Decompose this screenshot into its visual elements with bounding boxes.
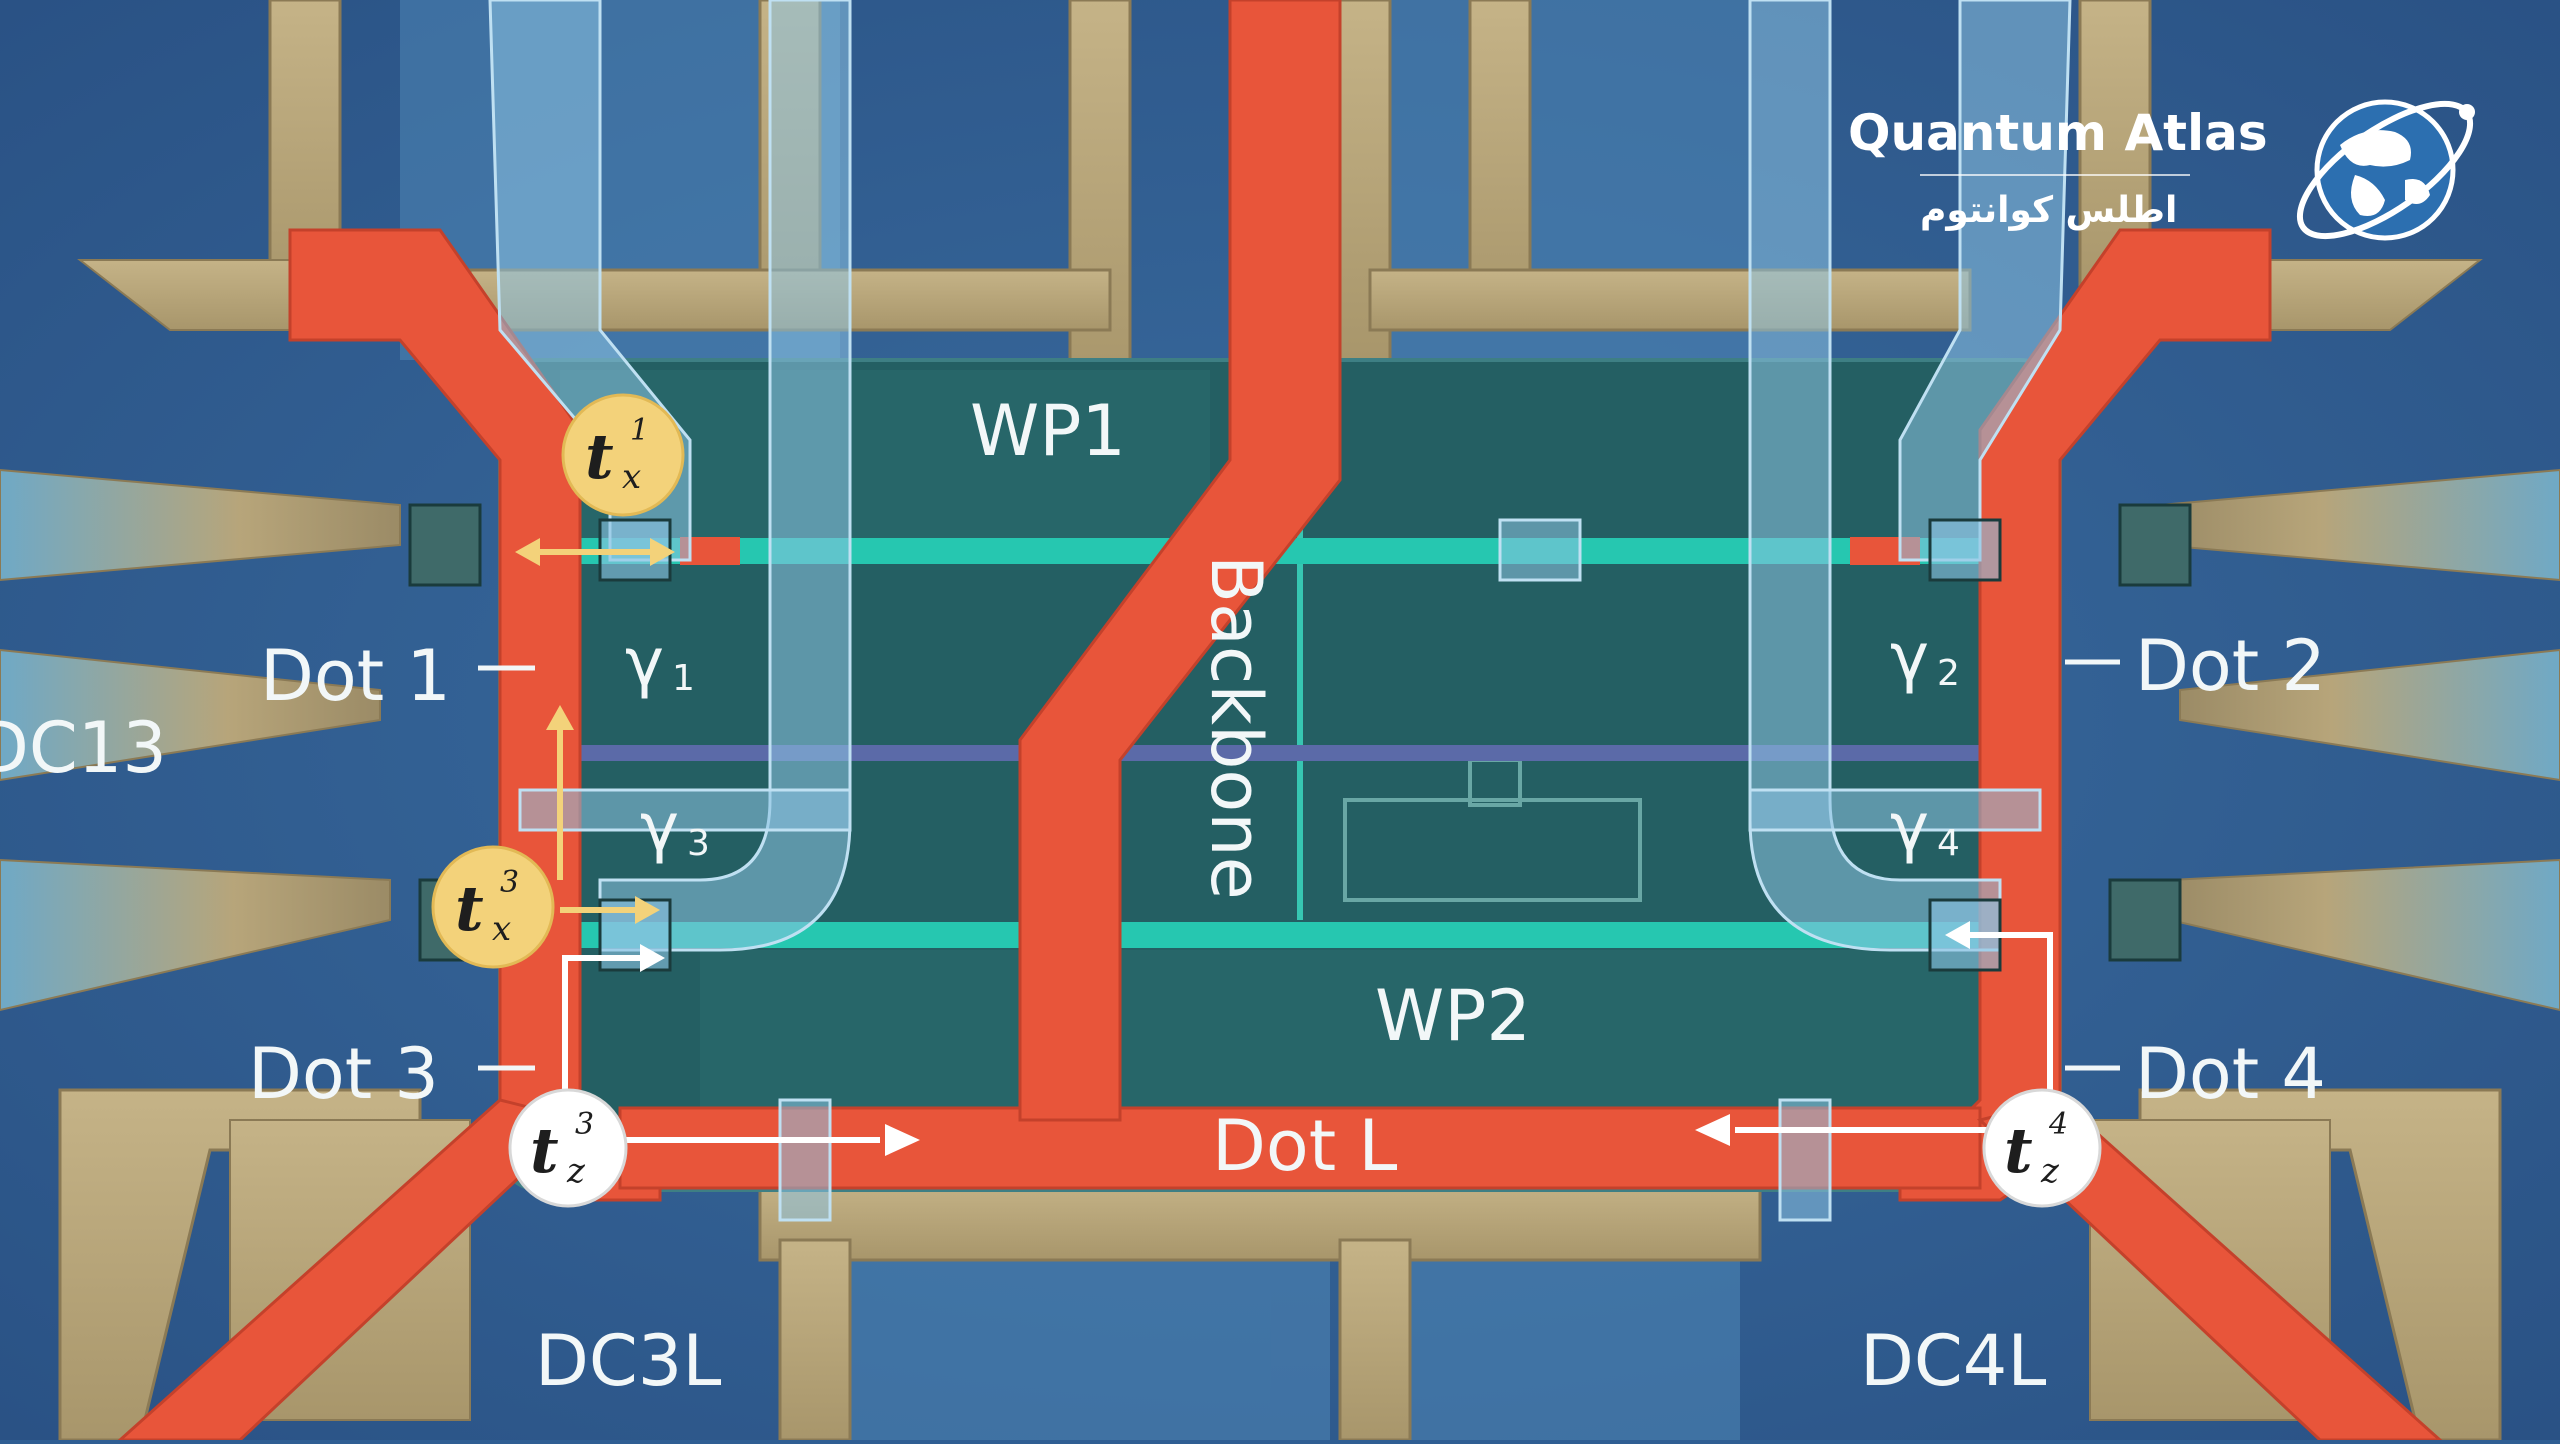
brand-block: Quantum Atlas اطلس کوانتوم — [1848, 104, 2268, 231]
dot-l-label: Dot L — [1212, 1105, 1397, 1187]
dc4l-label: DC4L — [1860, 1320, 2046, 1402]
svg-text:3: 3 — [687, 823, 710, 864]
svg-text:γ: γ — [625, 624, 664, 701]
dot2-label: Dot 2 — [2135, 625, 2326, 707]
gamma-3: γ 3 — [640, 789, 710, 866]
coupling-badge-tx1: t 1 x — [561, 393, 685, 517]
svg-text:1: 1 — [672, 658, 695, 699]
svg-text:γ: γ — [1890, 789, 1929, 866]
wp1-label: WP1 — [970, 390, 1126, 472]
globe-orbit-logo-icon — [2296, 99, 2475, 241]
coupling-badge-tx3: t 3 x — [431, 845, 555, 969]
svg-text:2: 2 — [1937, 653, 1960, 694]
svg-text:z: z — [566, 1151, 586, 1191]
svg-text:x: x — [492, 909, 511, 949]
backbone-label: Backbone — [1195, 555, 1277, 900]
svg-text:γ: γ — [640, 789, 679, 866]
svg-text:t: t — [530, 1114, 559, 1187]
dot1-label: Dot 1 — [260, 635, 451, 717]
wp2-region — [700, 950, 2000, 1110]
bottom-gates — [58, 1088, 2502, 1442]
svg-text:t: t — [2004, 1114, 2033, 1187]
brand-name: Quantum Atlas — [1848, 104, 2268, 162]
dot3-label: Dot 3 — [248, 1033, 439, 1115]
svg-text:γ: γ — [1890, 619, 1929, 696]
dc13-label: DC13 — [0, 707, 167, 789]
svg-text:3: 3 — [500, 865, 519, 900]
svg-text:4: 4 — [2048, 1107, 2068, 1142]
svg-text:1: 1 — [630, 413, 649, 448]
dot4-label: Dot 4 — [2135, 1033, 2326, 1115]
wp2-label: WP2 — [1375, 975, 1531, 1057]
blue-gate-overlays — [488, 0, 2072, 1222]
gamma-4: γ 4 — [1890, 789, 1960, 866]
svg-text:4: 4 — [1937, 823, 1960, 864]
center-rail — [520, 745, 2040, 761]
coupling-badge-tz3: t 3 z — [508, 1088, 628, 1208]
gamma-2: γ 2 — [1890, 619, 1960, 696]
dc3l-label: DC3L — [535, 1320, 721, 1402]
coupling-badge-tz4: t 4 z — [1982, 1088, 2102, 1208]
svg-text:t: t — [585, 420, 614, 493]
brand-name-ar: اطلس کوانتوم — [1920, 190, 2177, 231]
svg-text:x: x — [622, 457, 641, 497]
svg-text:3: 3 — [575, 1107, 594, 1142]
svg-text:t: t — [455, 872, 484, 945]
svg-text:z: z — [2040, 1151, 2060, 1191]
gamma-1: γ 1 — [625, 624, 695, 701]
tunneling-arrows — [515, 538, 2053, 1156]
center-outline-box — [1343, 798, 1642, 902]
label-ticks — [478, 659, 2120, 1071]
